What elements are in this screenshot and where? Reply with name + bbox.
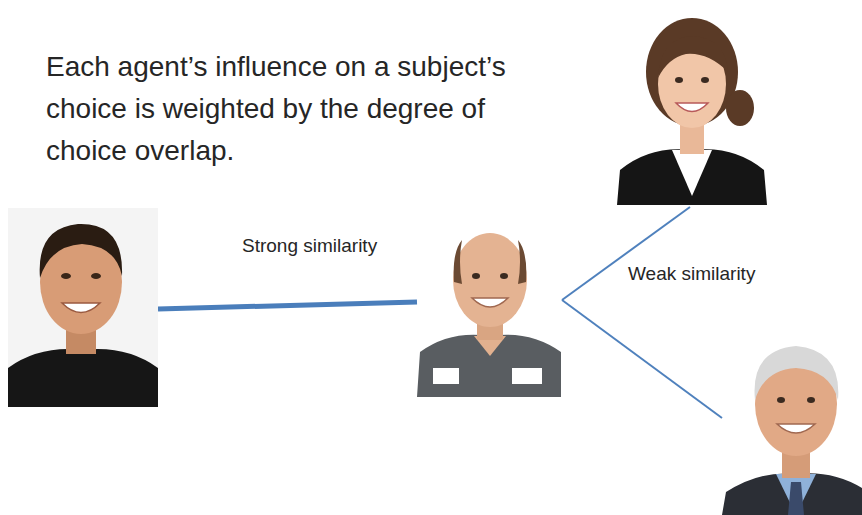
eye [472,273,480,279]
shirt [776,474,816,515]
suit [617,149,767,205]
weak-line [562,207,690,300]
eye [777,397,785,403]
smile [472,298,508,307]
eye [91,273,101,279]
shirt [417,335,561,397]
blouse [672,150,712,196]
photo-ground [8,208,158,407]
eye [61,273,71,279]
smile [62,303,100,313]
hair [40,224,122,278]
smile [676,103,708,112]
hair-bun [726,90,754,126]
eye [701,77,709,83]
left-man-photo [8,208,158,407]
shirt [8,349,158,407]
name-tag [433,368,459,384]
head [453,233,527,327]
name-tag [512,368,542,384]
similarity-lines [158,207,722,418]
smile [777,424,815,433]
strong-line [158,302,417,309]
tie [788,482,804,515]
eye [807,397,815,403]
hair-front [658,36,728,78]
hair [518,240,526,284]
hair [454,240,462,284]
eye [500,273,508,279]
statement-text: Each agent’s influence on a subject’s ch… [44,46,518,172]
edge-label: Strong similarity [240,234,379,258]
eye [675,77,683,83]
hair [755,346,839,400]
center-man-photo [417,233,561,397]
older-man-photo [722,346,862,515]
woman-photo [617,18,767,205]
suit [722,473,862,515]
edge-label: Weak similarity [626,262,757,286]
weak-line [562,300,722,418]
